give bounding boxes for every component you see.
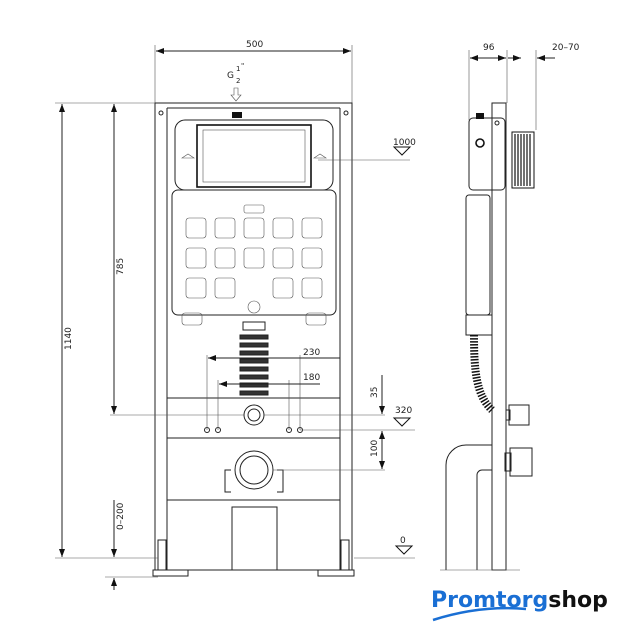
wall-bellows <box>511 131 535 189</box>
side-view: 96 20–70 <box>440 43 580 571</box>
cistern-body <box>171 189 337 316</box>
brand-swoosh <box>432 606 527 622</box>
brand-logo: Promtorgshop <box>431 588 608 622</box>
thread-g: G <box>227 71 234 81</box>
flush-plate-opening <box>196 124 312 188</box>
flush-outlet <box>243 404 265 426</box>
brand-part2: shop <box>548 588 608 613</box>
offset-100-label: 100 <box>370 440 380 457</box>
height-785-label: 785 <box>116 258 126 275</box>
flush-pipe-bellows <box>239 321 269 396</box>
spacing-180-label: 180 <box>303 373 320 383</box>
height-1140-label: 1140 <box>64 327 74 350</box>
level-1000-label: 1000 <box>393 138 416 148</box>
foot-range-label: 0–200 <box>116 502 126 530</box>
cistern-top <box>174 119 334 191</box>
level-320-label: 320 <box>395 406 412 416</box>
cistern-grid <box>185 217 323 314</box>
drain-pipe <box>231 506 278 571</box>
side-frame-post <box>491 102 507 571</box>
side-flush-pipe <box>470 334 495 413</box>
front-view: 500 G 1 2 " <box>55 40 416 590</box>
width-label: 500 <box>246 40 263 50</box>
level-0-label: 0 <box>400 536 406 546</box>
drain-outlet <box>234 450 274 490</box>
side-drain-elbow <box>445 444 492 570</box>
spacing-230-label: 230 <box>303 348 320 358</box>
thread-num: 1 <box>236 65 240 73</box>
level-marker-icon <box>392 146 412 156</box>
thread-unit: " <box>241 62 244 70</box>
offset-35-label: 35 <box>370 387 380 398</box>
water-inlet-arrow-icon <box>230 87 242 102</box>
thread-den: 2 <box>236 77 240 85</box>
wall-range-label: 20–70 <box>552 43 580 53</box>
depth-label: 96 <box>483 43 495 53</box>
